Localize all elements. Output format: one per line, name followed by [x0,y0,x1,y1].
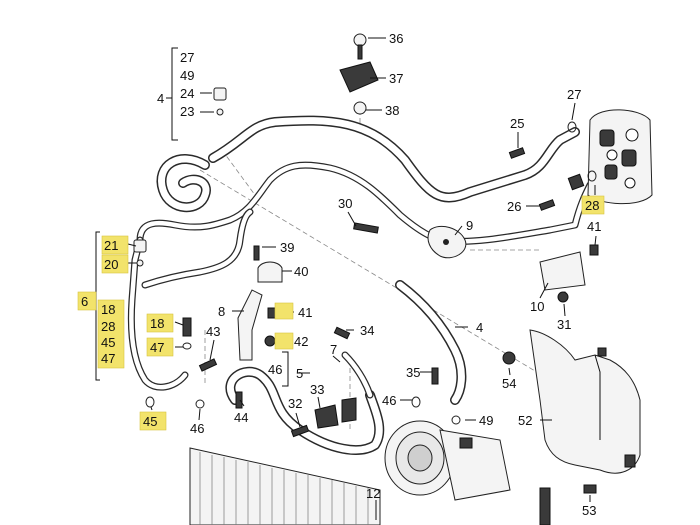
label-41-mid: 41 [298,305,312,320]
label-45-left: 45 [101,335,115,350]
label-18-mid: 18 [150,316,164,331]
label-46-mid: 46 [268,362,282,377]
label-9: 9 [466,218,473,233]
pipe-left-vertical [127,236,189,391]
highlight-18 [146,313,174,333]
highlight-28-right [581,195,605,215]
label-27-right: 27 [567,87,581,102]
label-42: 42 [294,334,308,349]
highlight-group-6 [97,299,125,369]
label-5: 5 [296,366,303,381]
pipe-lower-loop [225,351,385,455]
highlight-41-box [274,302,294,320]
label-45-bottom: 45 [143,414,157,429]
highlight-21 [101,235,129,255]
label-4-top: 4 [157,91,164,106]
pipe-right-hose [395,280,467,405]
label-46-left: 46 [190,421,204,436]
label-32: 32 [288,396,302,411]
compressor [384,420,511,501]
small-parts [133,33,599,494]
label-38: 38 [385,103,399,118]
label-18-left: 18 [101,302,115,317]
label-40: 40 [294,264,308,279]
label-30: 30 [338,196,352,211]
highlight-42-box [274,332,294,350]
pipe-upper [156,115,580,213]
condenser [189,447,551,525]
label-54: 54 [502,376,516,391]
label-49-right: 49 [479,413,493,428]
label-4-mid: 4 [476,320,483,335]
label-20: 20 [104,257,118,272]
label-46-right: 46 [382,393,396,408]
label-36: 36 [389,31,403,46]
evaporator-block [587,109,653,205]
label-21: 21 [104,238,118,253]
highlight-45 [139,411,167,431]
label-33: 33 [310,382,324,397]
highlight-6 [77,291,97,311]
label-8: 8 [218,304,225,319]
label-12: 12 [366,486,380,501]
label-37: 37 [389,71,403,86]
label-28-right: 28 [585,198,599,213]
label-27-top: 27 [180,50,194,65]
label-44: 44 [234,410,248,425]
label-35: 35 [406,365,420,380]
label-47-left: 47 [101,351,115,366]
label-43: 43 [206,324,220,339]
callout-labels: 36 37 38 27 49 24 23 4 27 25 26 28 30 9 … [77,31,605,518]
label-31: 31 [557,317,571,332]
label-39: 39 [280,240,294,255]
label-23: 23 [180,104,194,119]
label-26: 26 [507,199,521,214]
heat-shield [529,329,641,474]
label-6: 6 [81,294,88,309]
highlight-47 [146,337,174,357]
label-49-top: 49 [180,68,194,83]
label-41-right: 41 [587,219,601,234]
label-47-mid: 47 [150,340,164,355]
label-34: 34 [360,323,374,338]
label-28-left: 28 [101,319,115,334]
label-52: 52 [518,413,532,428]
label-10: 10 [530,299,544,314]
highlight-20 [101,254,129,274]
label-24: 24 [180,86,194,101]
label-53: 53 [582,503,596,518]
label-7: 7 [330,342,337,357]
label-25: 25 [510,116,524,131]
